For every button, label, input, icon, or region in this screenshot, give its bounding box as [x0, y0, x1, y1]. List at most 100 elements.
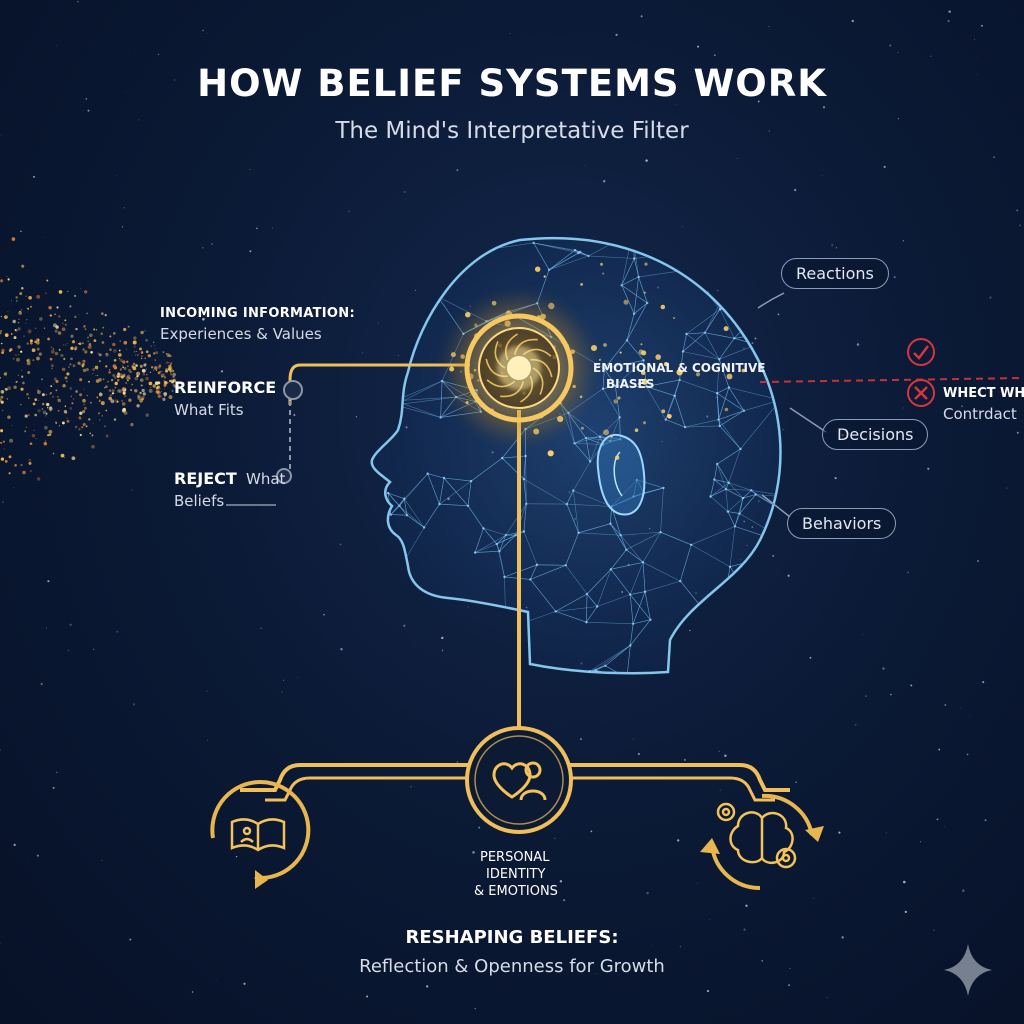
particle — [47, 337, 50, 340]
mesh-line — [467, 481, 472, 506]
particle — [32, 359, 35, 361]
particle — [118, 389, 123, 393]
particle — [157, 381, 161, 385]
mesh-line — [751, 490, 781, 498]
mesh-line — [674, 379, 680, 396]
neuron-dot — [643, 291, 646, 294]
mesh-node — [631, 231, 633, 233]
particle — [148, 388, 153, 393]
particle — [74, 425, 78, 429]
particle — [170, 363, 172, 365]
particle — [92, 422, 94, 424]
mesh-line — [395, 380, 443, 406]
star — [123, 207, 126, 209]
particle — [49, 314, 52, 317]
mesh-line — [728, 387, 781, 401]
mesh-node — [399, 268, 402, 271]
mesh-node — [690, 543, 693, 546]
star — [441, 649, 444, 652]
particle — [98, 377, 102, 382]
mesh-line — [620, 535, 627, 550]
mesh-node — [437, 671, 440, 674]
star — [966, 753, 969, 756]
particle — [48, 406, 53, 411]
star — [28, 860, 30, 862]
particle — [90, 351, 93, 354]
particle — [96, 396, 99, 399]
mesh-line — [725, 488, 744, 499]
mesh-line — [745, 653, 762, 674]
star — [841, 936, 844, 939]
particle — [109, 348, 112, 351]
star — [757, 100, 760, 103]
mesh-line — [418, 285, 438, 297]
mesh-node — [396, 613, 399, 617]
particle — [0, 342, 3, 345]
star — [938, 748, 941, 751]
particle — [168, 364, 172, 368]
star — [403, 624, 406, 627]
star — [980, 24, 983, 27]
particle — [17, 345, 21, 349]
particle — [171, 389, 174, 392]
mesh-line — [597, 594, 631, 607]
mesh-line — [719, 359, 730, 388]
reshaping-subtext: Reflection & Openness for Growth — [359, 956, 665, 977]
particle — [55, 379, 59, 383]
particle — [47, 434, 50, 437]
mesh-line — [716, 359, 720, 394]
particle — [150, 345, 152, 347]
particle — [84, 328, 87, 331]
star — [365, 80, 367, 82]
mesh-line — [380, 634, 393, 674]
mesh-node — [673, 394, 676, 397]
star — [1006, 487, 1008, 489]
particle — [61, 327, 66, 332]
star — [865, 695, 867, 697]
mesh-line — [766, 531, 772, 538]
mesh-line — [620, 531, 661, 536]
star — [782, 429, 784, 431]
particle — [7, 311, 9, 313]
mesh-line — [398, 578, 415, 624]
particle — [125, 382, 127, 384]
mesh-line — [574, 443, 591, 462]
particle — [105, 365, 108, 368]
particle — [92, 373, 94, 375]
particle — [39, 317, 43, 321]
star — [506, 124, 507, 126]
particle — [50, 385, 53, 387]
star — [1016, 209, 1019, 212]
mesh-line — [734, 513, 740, 527]
particle — [1, 409, 4, 412]
particle — [123, 411, 128, 415]
star — [362, 352, 364, 354]
mesh-line — [685, 419, 719, 428]
star — [249, 250, 252, 253]
particle — [15, 296, 18, 299]
mesh-node — [535, 563, 539, 566]
particle — [174, 378, 176, 380]
reinforce-label: REINFORCE — [174, 378, 277, 397]
mesh-line — [777, 497, 781, 508]
mesh-line — [469, 628, 507, 643]
star — [580, 738, 582, 741]
particle — [169, 379, 172, 383]
mesh-line — [505, 503, 527, 536]
mesh-line — [555, 611, 587, 623]
particle — [65, 344, 67, 346]
particle — [33, 429, 35, 432]
star — [293, 413, 296, 417]
mesh-line — [714, 479, 729, 483]
mesh-line — [760, 673, 781, 674]
particle — [17, 321, 20, 324]
star — [85, 98, 87, 100]
mesh-line — [710, 496, 729, 512]
star — [890, 693, 892, 696]
mesh-node — [643, 590, 647, 593]
star — [32, 175, 36, 178]
particle — [70, 395, 73, 398]
particle — [47, 407, 49, 409]
particle — [63, 357, 66, 361]
mesh-line — [745, 634, 781, 654]
